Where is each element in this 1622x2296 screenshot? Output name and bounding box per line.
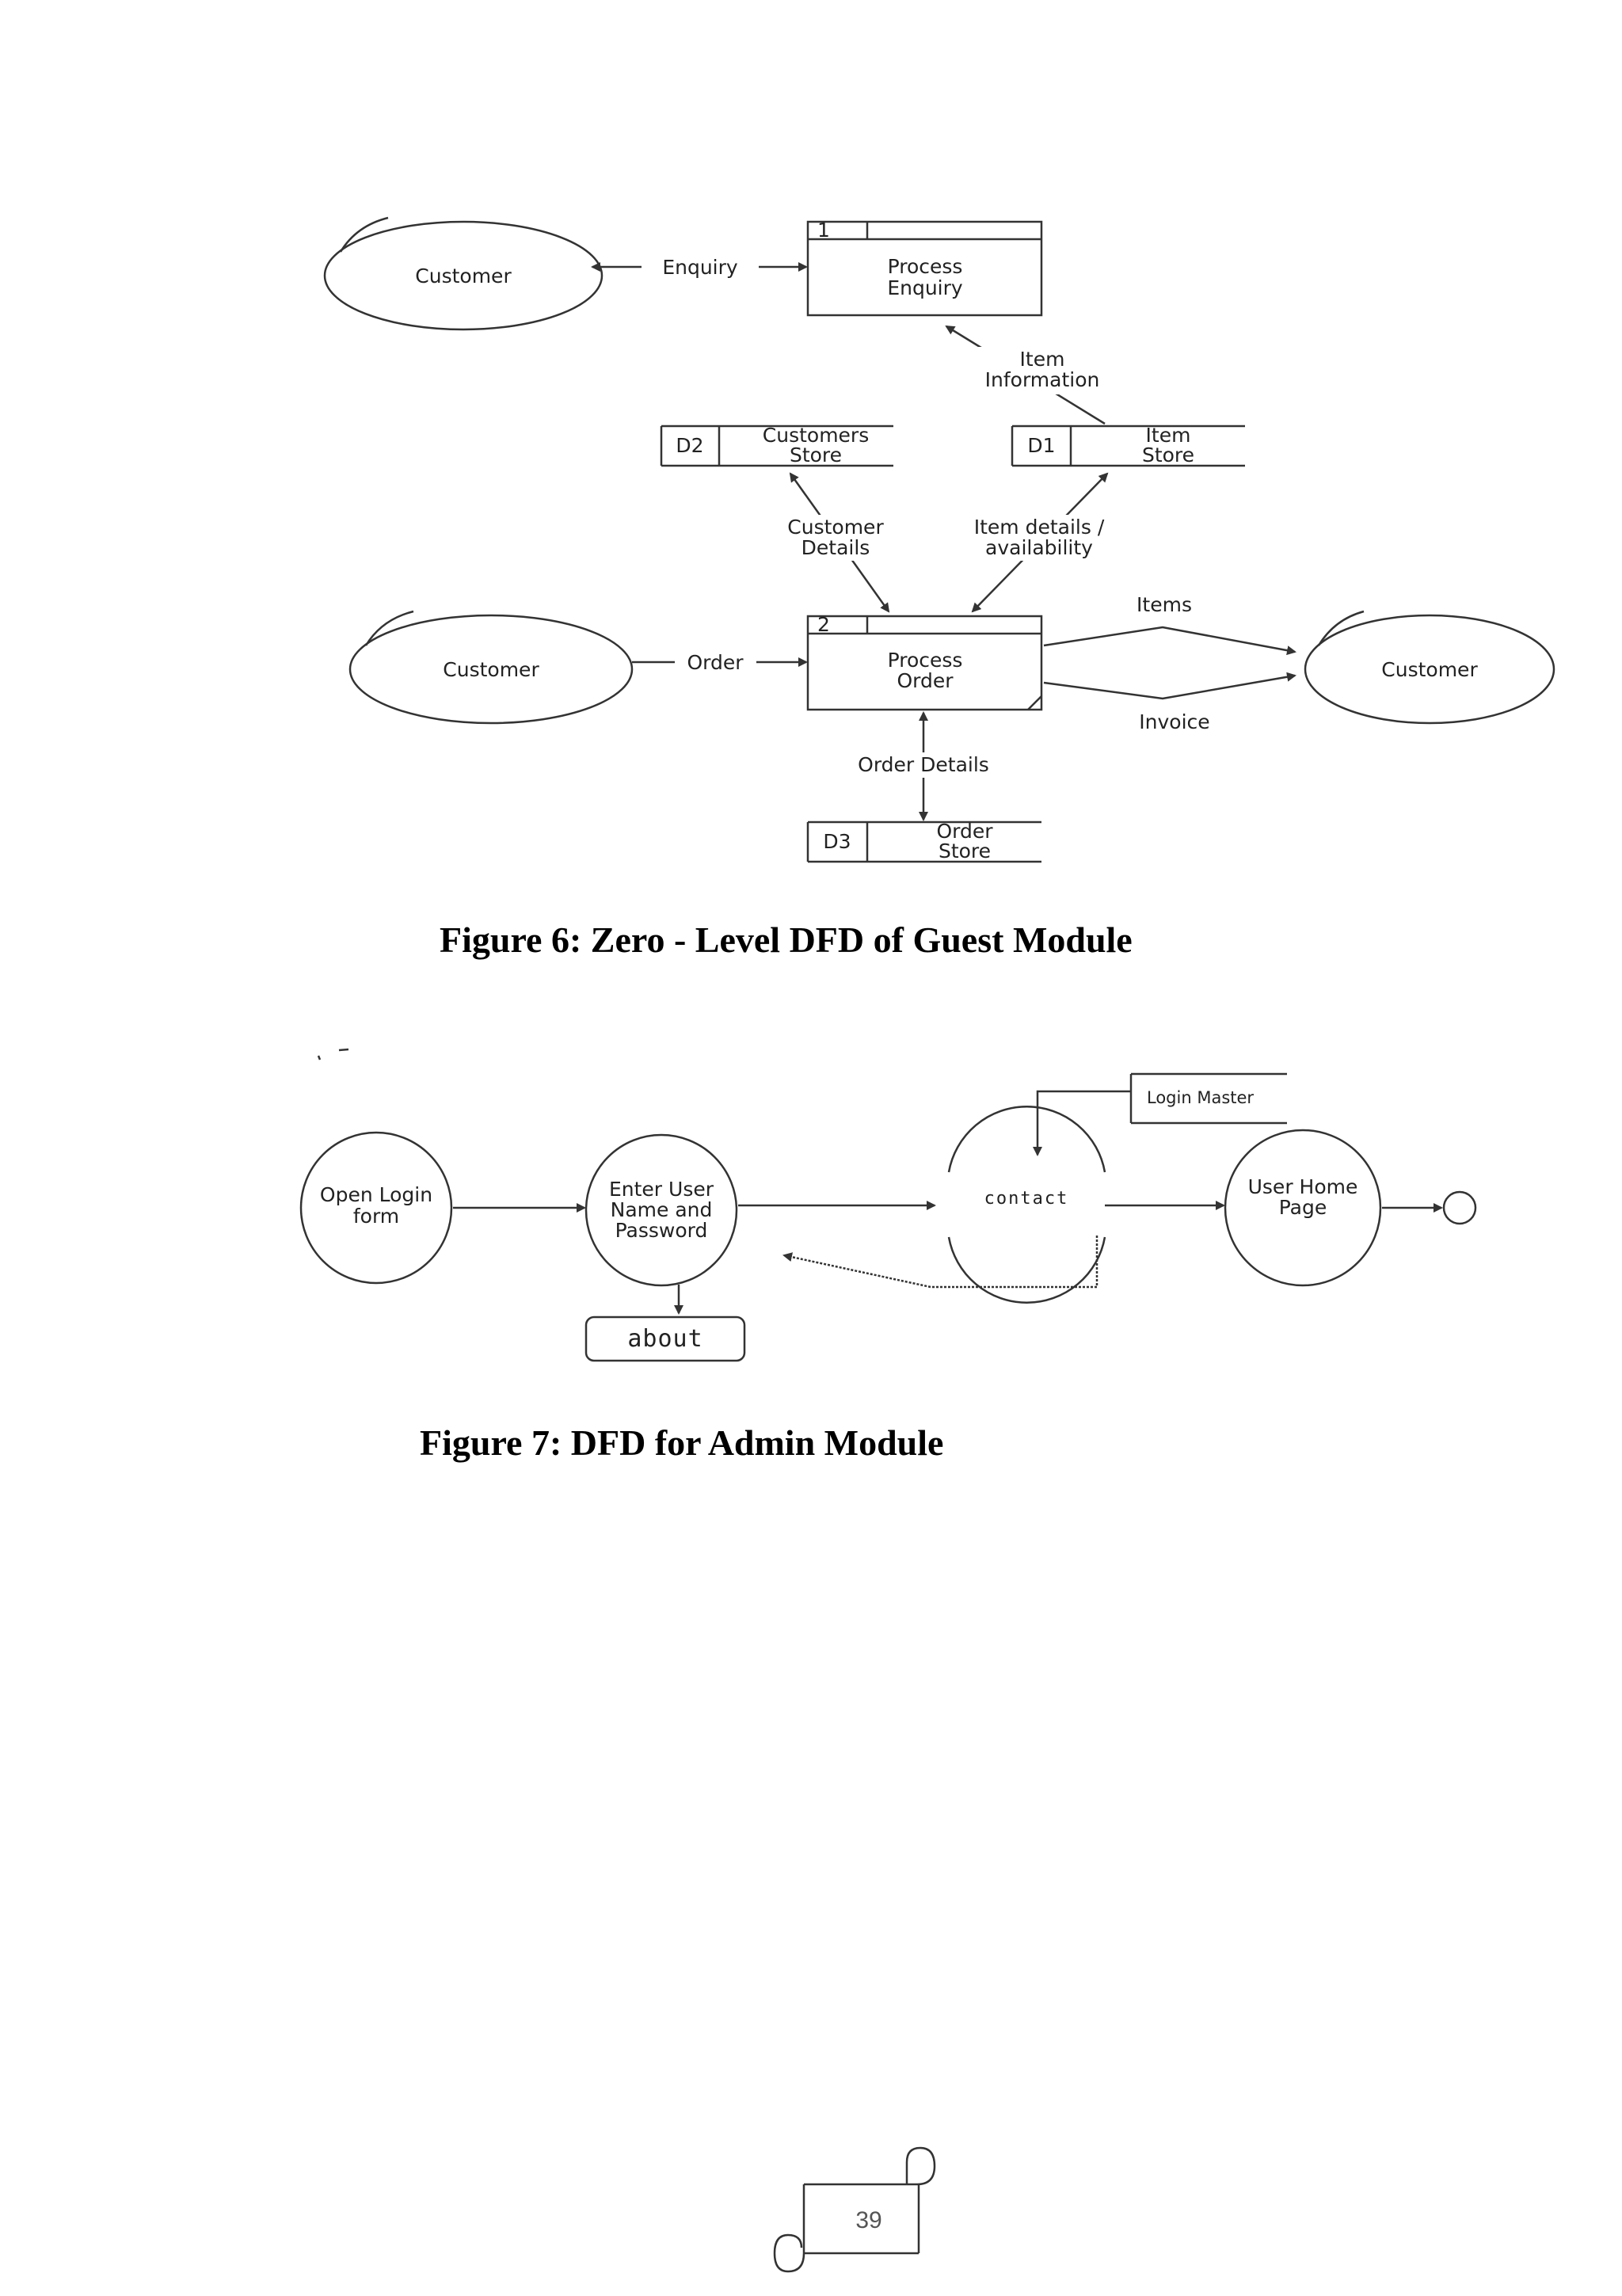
process-label-line1: Process: [888, 255, 963, 278]
process-number: 2: [817, 613, 830, 636]
node-label-line1: Open Login: [320, 1183, 432, 1206]
figure-7-dfd: Open Login form Enter User Name and Pass…: [299, 1048, 1477, 1362]
flow-enquiry: Enquiry: [591, 256, 808, 279]
flow-contact-to-enter: [782, 1236, 1098, 1289]
datastore-label-line1: Item: [1146, 424, 1191, 447]
flow-label: Order Details: [858, 753, 989, 776]
node-enter-credentials: Enter User Name and Password: [584, 1133, 738, 1287]
process-label-line2: Enquiry: [887, 276, 963, 299]
page-number-badge: 39: [773, 2146, 936, 2273]
node-about: about: [584, 1316, 746, 1362]
datastore-label-line1: Order: [936, 820, 993, 843]
datastore-label-line2: Store: [939, 840, 991, 862]
flow-order: Order: [632, 651, 808, 674]
datastore-item: D1 Item Store: [1011, 424, 1245, 467]
flow-customer-details: Customer Details: [772, 472, 899, 613]
flow-invoice: Invoice: [1043, 672, 1296, 733]
scan-speck: [317, 1055, 322, 1060]
datastore-label-line2: Store: [1142, 444, 1194, 466]
figure-6-dfd: Customer Enquiry 1 Process Enquiry Item …: [323, 216, 1555, 863]
entity-customer-right: Customer: [1304, 610, 1555, 725]
node-label-line2: Page: [1279, 1196, 1327, 1219]
datastore-login-master: Login Master: [1129, 1072, 1287, 1125]
node-contact: contact: [947, 1106, 1106, 1304]
flow-label-line1: Item details /: [974, 516, 1105, 539]
flow-label: Items: [1137, 593, 1192, 616]
node-label: contact: [984, 1189, 1069, 1209]
flow-label-line1: Item: [1020, 348, 1065, 371]
scroll-curl-bottom: [773, 2184, 805, 2273]
flow-item-details: Item details / availability: [950, 472, 1129, 613]
node-label: about: [627, 1325, 702, 1353]
node-label-line2: Name and: [611, 1198, 713, 1221]
flow-label: Enquiry: [662, 256, 738, 279]
scroll-curl-top: [804, 2146, 936, 2186]
entity-customer-top: Customer: [323, 216, 603, 331]
entity-label: Customer: [1381, 658, 1478, 681]
node-label-line3: Password: [615, 1219, 708, 1242]
flow-label-line1: Customer: [787, 516, 884, 539]
flow-label: Order: [687, 651, 744, 674]
process-order: 2 Process Order: [806, 613, 1043, 711]
flow-label-line2: availability: [985, 536, 1093, 559]
process-number: 1: [817, 219, 830, 242]
process-label-line2: Order: [897, 669, 954, 692]
datastore-label: Login Master: [1147, 1088, 1254, 1107]
node-label-line2: form: [353, 1205, 399, 1228]
figure-7-caption: Figure 7: DFD for Admin Module: [420, 1422, 944, 1463]
flow-login-master-to-contact: [1033, 1090, 1131, 1156]
flow-order-details: Order Details: [824, 711, 1023, 821]
node-label-line1: User Home: [1248, 1175, 1358, 1198]
flow-label-line2: Information: [985, 368, 1100, 391]
entity-label: Customer: [415, 265, 512, 287]
datastore-label-line2: Store: [790, 444, 842, 466]
process-label-line1: Process: [888, 649, 963, 672]
flow-items: Items: [1043, 593, 1296, 656]
figure-6-caption: Figure 6: Zero - Level DFD of Guest Modu…: [440, 920, 1133, 960]
flow-item-information: Item Information: [945, 325, 1129, 425]
process-enquiry: 1 Process Enquiry: [806, 219, 1043, 317]
datastore-label-line1: Customers: [763, 424, 869, 447]
datastore-customers: D2 Customers Store: [660, 424, 893, 467]
end-terminator: [1442, 1190, 1477, 1225]
datastore-id: D2: [676, 434, 703, 457]
datastore-id: D3: [823, 830, 851, 853]
node-user-home-page: User Home Page: [1224, 1129, 1382, 1287]
scan-speck: [338, 1048, 349, 1052]
flow-label: Invoice: [1139, 710, 1209, 733]
datastore-id: D1: [1027, 434, 1055, 457]
entity-customer-left: Customer: [348, 610, 634, 725]
datastore-order: D3 Order Store: [806, 820, 1041, 863]
page-number: 39: [855, 2207, 881, 2233]
entity-label: Customer: [443, 658, 539, 681]
node-open-login-form: Open Login form: [299, 1131, 453, 1285]
node-label-line1: Enter User: [609, 1178, 714, 1201]
flow-label-line2: Details: [801, 536, 870, 559]
